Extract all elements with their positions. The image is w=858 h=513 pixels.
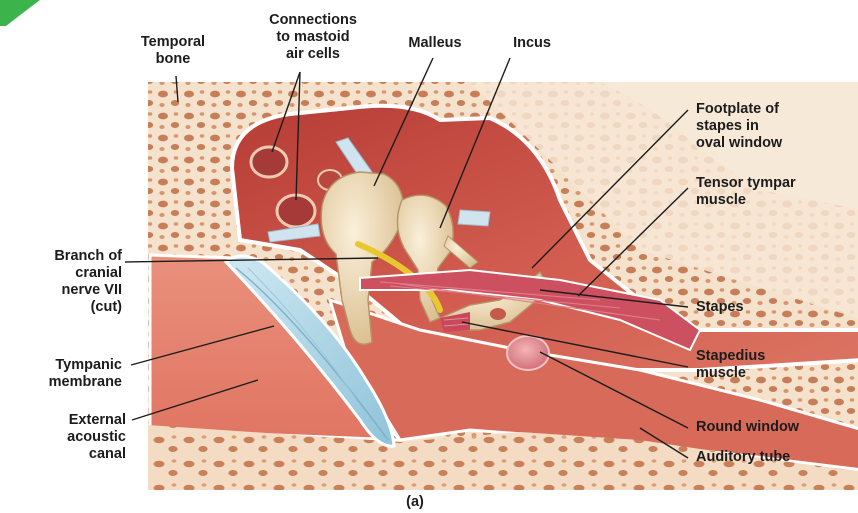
label-footplate-stapes: Footplate of stapes in oval window [696, 101, 782, 152]
label-malleus: Malleus [390, 35, 480, 52]
label-stapes: Stapes [696, 299, 744, 316]
label-incus: Incus [497, 35, 567, 52]
label-mastoid-connections: Connections to mastoid air cells [238, 12, 388, 63]
label-temporal-bone: Temporal bone [118, 34, 228, 68]
label-stapedius-muscle: Stapedius muscle [696, 348, 765, 382]
label-round-window: Round window [696, 419, 799, 436]
label-external-acoustic-canal: External acoustic canal [0, 412, 126, 463]
panel-caption: (a) [380, 494, 450, 511]
label-tympanic-membrane: Tympanic membrane [0, 357, 122, 391]
label-tensor-tympani: Tensor tympar muscle [696, 175, 796, 209]
label-auditory-tube: Auditory tube [696, 449, 790, 466]
corner-accent [0, 0, 40, 26]
label-branch-cranial-nerve: Branch of cranial nerve VII (cut) [0, 248, 122, 316]
